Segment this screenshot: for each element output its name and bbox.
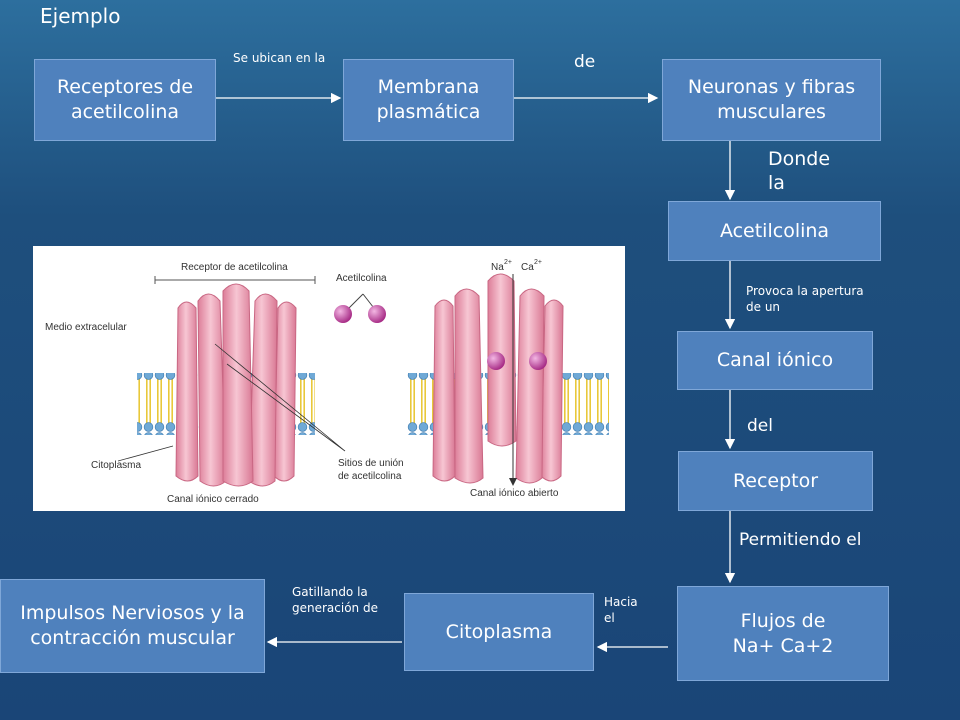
acetilcolina-ball-1 <box>334 305 352 323</box>
receptor-illustration: Receptor de acetilcolina Acetilcolina Me… <box>33 246 625 511</box>
box-canal-ionico: Canal iónico <box>677 331 873 390</box>
bound-ball-1 <box>487 352 505 370</box>
box-receptores-acetilcolina: Receptores de acetilcolina <box>34 59 216 141</box>
slide-title: Ejemplo <box>40 4 121 28</box>
fig-acetilcolina-label: Acetilcolina <box>336 273 387 284</box>
fig-canal-abierto: Canal iónico abierto <box>470 488 559 499</box>
fig-ion-na: Na <box>491 262 504 273</box>
open-channel <box>432 273 564 484</box>
box-flujos: Flujos de Na+ Ca+2 <box>677 586 889 681</box>
label-permitiendo: Permitiendo el <box>739 530 862 550</box>
box-membrana-plasmatica: Membrana plasmática <box>343 59 514 141</box>
label-provoca: Provoca la apertura de un <box>746 284 864 315</box>
label-de: de <box>574 52 596 72</box>
fig-sitios-1: Sitios de unión <box>338 458 404 469</box>
label-se-ubican: Se ubican en la <box>233 51 326 65</box>
fig-ion-ca: Ca <box>521 262 534 273</box>
label-donde-la: Donde la <box>768 148 831 194</box>
fig-receptor-label: Receptor de acetilcolina <box>181 262 288 273</box>
fig-citoplasma: Citoplasma <box>91 460 141 471</box>
box-receptor: Receptor <box>678 451 873 511</box>
receptor-illustration-svg: Receptor de acetilcolina Acetilcolina Me… <box>45 259 609 505</box>
fig-ion-na-charge: 2+ <box>504 259 512 266</box>
fig-canal-cerrado: Canal iónico cerrado <box>167 494 259 505</box>
flujos-line-1: Flujos de <box>740 609 826 632</box>
pointer-lines <box>117 343 346 462</box>
box-citoplasma: Citoplasma <box>404 593 594 671</box>
acetilcolina-ball-2 <box>368 305 386 323</box>
box-acetilcolina: Acetilcolina <box>668 201 881 261</box>
fig-medio-extracelular: Medio extracelular <box>45 322 127 333</box>
label-gatillando: Gatillando la generación de <box>292 585 378 616</box>
label-del: del <box>747 416 773 436</box>
receptor-bracket <box>154 276 316 284</box>
fig-ion-ca-charge: 2+ <box>534 259 542 266</box>
flujos-line-2: Na+ Ca+2 <box>732 634 834 657</box>
label-hacia: Hacia el <box>604 595 638 626</box>
box-impulsos: Impulsos Nerviosos y la contracción musc… <box>0 579 265 673</box>
bound-ball-2 <box>529 352 547 370</box>
fig-sitios-2: de acetilcolina <box>338 471 402 482</box>
box-neuronas-fibras: Neuronas y fibras musculares <box>662 59 881 141</box>
closed-channel <box>175 283 297 487</box>
